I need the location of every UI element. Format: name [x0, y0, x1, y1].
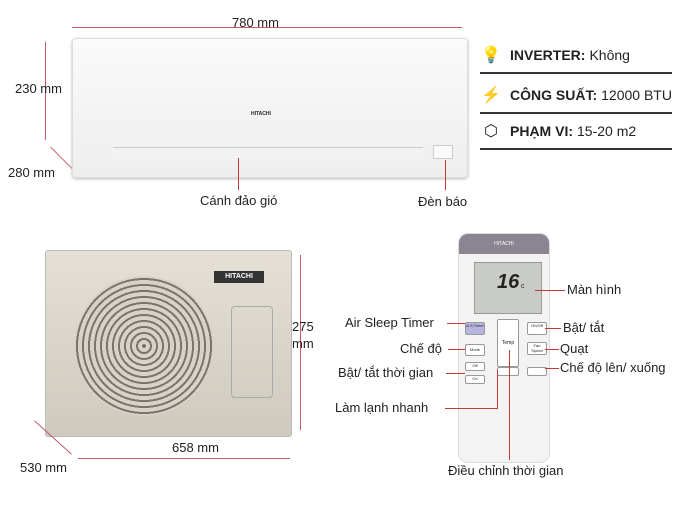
timer-on-button[interactable]: On — [465, 375, 485, 384]
fan-label: Quạt — [560, 341, 589, 356]
brand-logo: HITACHI — [459, 234, 549, 254]
lcd-screen: 16 c — [474, 262, 542, 314]
indoor-width-label: 780 mm — [232, 15, 279, 30]
lightbulb-icon: 💡 — [481, 47, 501, 64]
swing-button[interactable] — [527, 367, 547, 376]
height-dimension-line — [300, 255, 301, 430]
screen-label: Màn hình — [567, 282, 622, 297]
power-button[interactable]: On/Off — [527, 322, 547, 335]
spec-value: 12000 BTU — [601, 87, 672, 103]
brand-logo: HITACHI — [214, 271, 264, 283]
adjust-label: Điều chỉnh thời gian — [448, 463, 564, 478]
fan-speed-button[interactable]: Fan Speed — [527, 342, 547, 355]
leader-line — [535, 290, 565, 291]
timer-label: Bật/ tắt thời gian — [338, 365, 434, 380]
spec-label: INVERTER: — [510, 47, 586, 63]
leader-line — [445, 160, 446, 190]
spec-range: ⬡ PHẠM VI:15-20 m2 — [480, 114, 672, 150]
spec-value: 15-20 m2 — [577, 123, 637, 139]
spec-label: PHẠM VI: — [510, 123, 573, 139]
temp-display: 16 — [497, 271, 520, 293]
leader-line — [238, 158, 239, 190]
spec-power: ⚡ CÔNG SUẤT:12000 BTU — [480, 78, 672, 114]
leader-line — [447, 323, 465, 324]
cube-icon: ⬡ — [484, 123, 498, 140]
mode-label: Chế độ — [400, 341, 442, 356]
service-panel — [231, 306, 273, 398]
power-label: Bật/ tắt — [563, 320, 605, 335]
indoor-unit: HITACHI — [72, 38, 468, 178]
lightning-icon: ⚡ — [481, 87, 501, 104]
leader-line — [446, 373, 465, 374]
outdoor-width-label: 658 mm — [172, 440, 219, 455]
outdoor-height-label: 275 mm — [292, 319, 314, 351]
width-dimension-line — [78, 458, 290, 459]
timer-off-button[interactable]: Off — [465, 362, 485, 371]
brand-logo: HITACHI — [251, 111, 271, 117]
leader-line — [448, 349, 465, 350]
louver — [113, 147, 423, 160]
outdoor-unit: HITACHI — [45, 250, 292, 437]
indoor-depth-label: 280 mm — [8, 165, 55, 180]
outdoor-depth-label: 530 mm — [20, 460, 67, 475]
spec-label: CÔNG SUẤT: — [510, 87, 598, 103]
mode-button[interactable]: Mode — [465, 344, 485, 356]
spec-value: Không — [589, 47, 630, 63]
leader-line — [497, 370, 498, 409]
width-dimension-line — [72, 27, 462, 28]
fan-grille — [74, 276, 214, 416]
indoor-height-label: 230 mm — [15, 81, 62, 96]
indicator-panel — [433, 145, 453, 159]
height-dimension-line — [45, 42, 46, 140]
powerful-label: Làm lạnh nhanh — [335, 400, 429, 415]
temp-button[interactable]: Temp — [497, 319, 519, 367]
leader-line — [545, 328, 561, 329]
powerful-button[interactable] — [497, 367, 519, 376]
leader-line — [509, 350, 510, 460]
leader-line — [545, 368, 559, 369]
temp-unit: c — [521, 283, 525, 290]
spec-inverter: 💡 INVERTER:Không — [480, 38, 672, 74]
louver-label: Cánh đảo gió — [200, 193, 278, 208]
sleep-label: Air Sleep Timer — [345, 315, 434, 330]
swing-label: Chế độ lên/ xuống — [560, 360, 666, 375]
indicator-label: Đèn báo — [418, 194, 468, 209]
sleep-timer-button[interactable]: A.S.Timer — [465, 322, 485, 335]
leader-line — [445, 408, 498, 409]
leader-line — [545, 349, 559, 350]
remote-control: HITACHI 16 c A.S.Timer Temp On/Off Mode … — [458, 233, 550, 463]
